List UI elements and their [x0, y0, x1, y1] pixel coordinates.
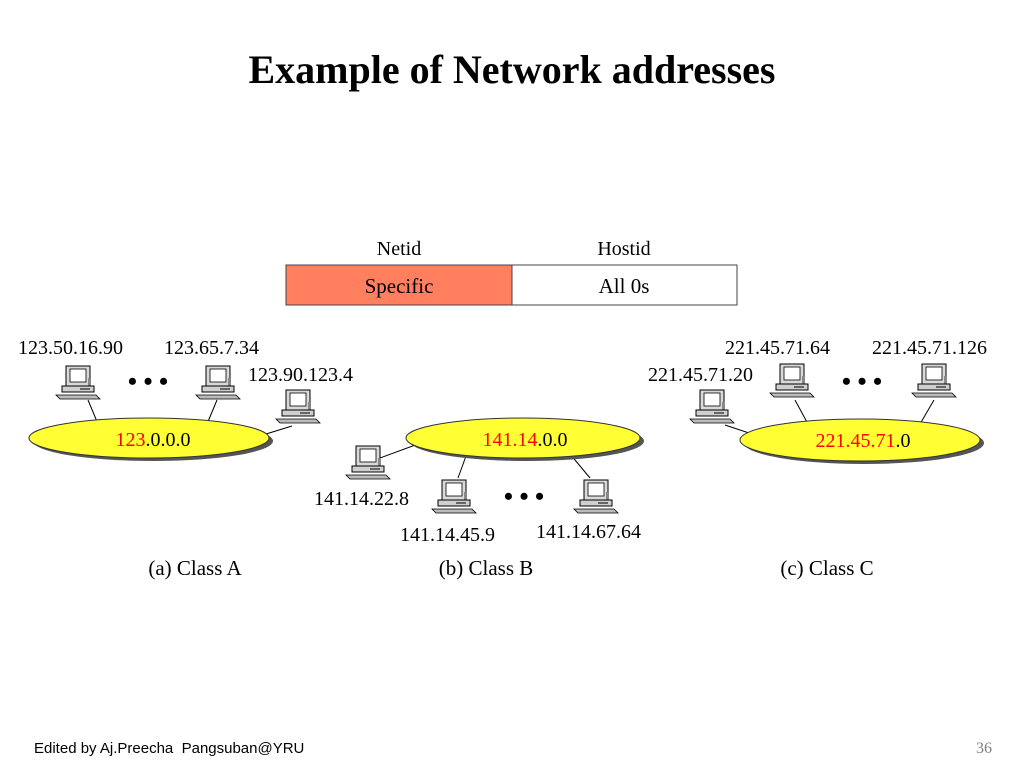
slide-footer: Edited by Aj.Preecha Pangsuban@YRU — [34, 740, 305, 757]
class-b-network-address: 141.14.0.0 — [483, 429, 568, 451]
class-a-caption: (a) Class A — [148, 556, 242, 580]
class-b-network: 141.14.0.0 141.14.22.8 141.14.45.9 141.1… — [314, 417, 644, 580]
netid-cell-label: Specific — [365, 274, 434, 298]
class-b-network-ellipse — [405, 417, 641, 459]
page-number: 36 — [976, 740, 992, 757]
netid-header: Netid — [377, 238, 421, 260]
slide-title: Example of Network addresses — [248, 47, 776, 92]
class-a-ellipsis: • • • — [128, 367, 168, 396]
class-a-host-2-computer-icon — [195, 365, 241, 400]
address-format-table: Netid Hostid Specific All 0s — [285, 238, 738, 306]
class-c-host-1-address: 221.45.71.20 — [648, 364, 753, 386]
class-a-network: 123.0.0.0 123.50.16.90 123.65.7.34 123.9… — [18, 337, 353, 580]
class-a-host-3-address: 123.90.123.4 — [248, 364, 353, 386]
hostid-header: Hostid — [597, 238, 650, 260]
class-a-host-1-computer-icon — [55, 365, 101, 400]
class-c-host-2-computer-icon — [769, 363, 815, 398]
class-b-ellipsis: • • • — [504, 482, 544, 511]
netid-cell — [285, 264, 513, 306]
class-b-caption: (b) Class B — [439, 556, 534, 580]
class-c-host-3-computer-icon — [911, 363, 957, 398]
class-c-caption: (c) Class C — [780, 556, 873, 580]
class-c-host-1-computer-icon — [689, 389, 735, 424]
class-b-host-1-computer-icon — [345, 445, 391, 480]
class-a-host-2-address: 123.65.7.34 — [164, 337, 259, 359]
class-a-network-address: 123.0.0.0 — [116, 429, 191, 451]
class-b-host-1-address: 141.14.22.8 — [314, 488, 409, 510]
class-b-host-3-address: 141.14.67.64 — [536, 521, 641, 543]
class-c-network: 221.45.71.0 221.45.71.20 221.45.71.64 22… — [648, 337, 987, 580]
class-c-network-ellipse — [739, 418, 981, 462]
class-b-host-2-address: 141.14.45.9 — [400, 524, 495, 546]
class-b-host-2-computer-icon — [431, 479, 477, 514]
class-a-network-ellipse — [28, 417, 270, 459]
class-c-host-3-address: 221.45.71.126 — [872, 337, 987, 359]
class-a-host-3-computer-icon — [275, 389, 321, 424]
hostid-cell-label: All 0s — [599, 274, 650, 298]
class-c-ellipsis: • • • — [842, 367, 882, 396]
class-b-host-3-computer-icon — [573, 479, 619, 514]
class-c-network-address: 221.45.71.0 — [816, 430, 911, 452]
class-c-host-2-address: 221.45.71.64 — [725, 337, 830, 359]
hostid-cell — [511, 264, 738, 306]
class-a-host-1-address: 123.50.16.90 — [18, 337, 123, 359]
